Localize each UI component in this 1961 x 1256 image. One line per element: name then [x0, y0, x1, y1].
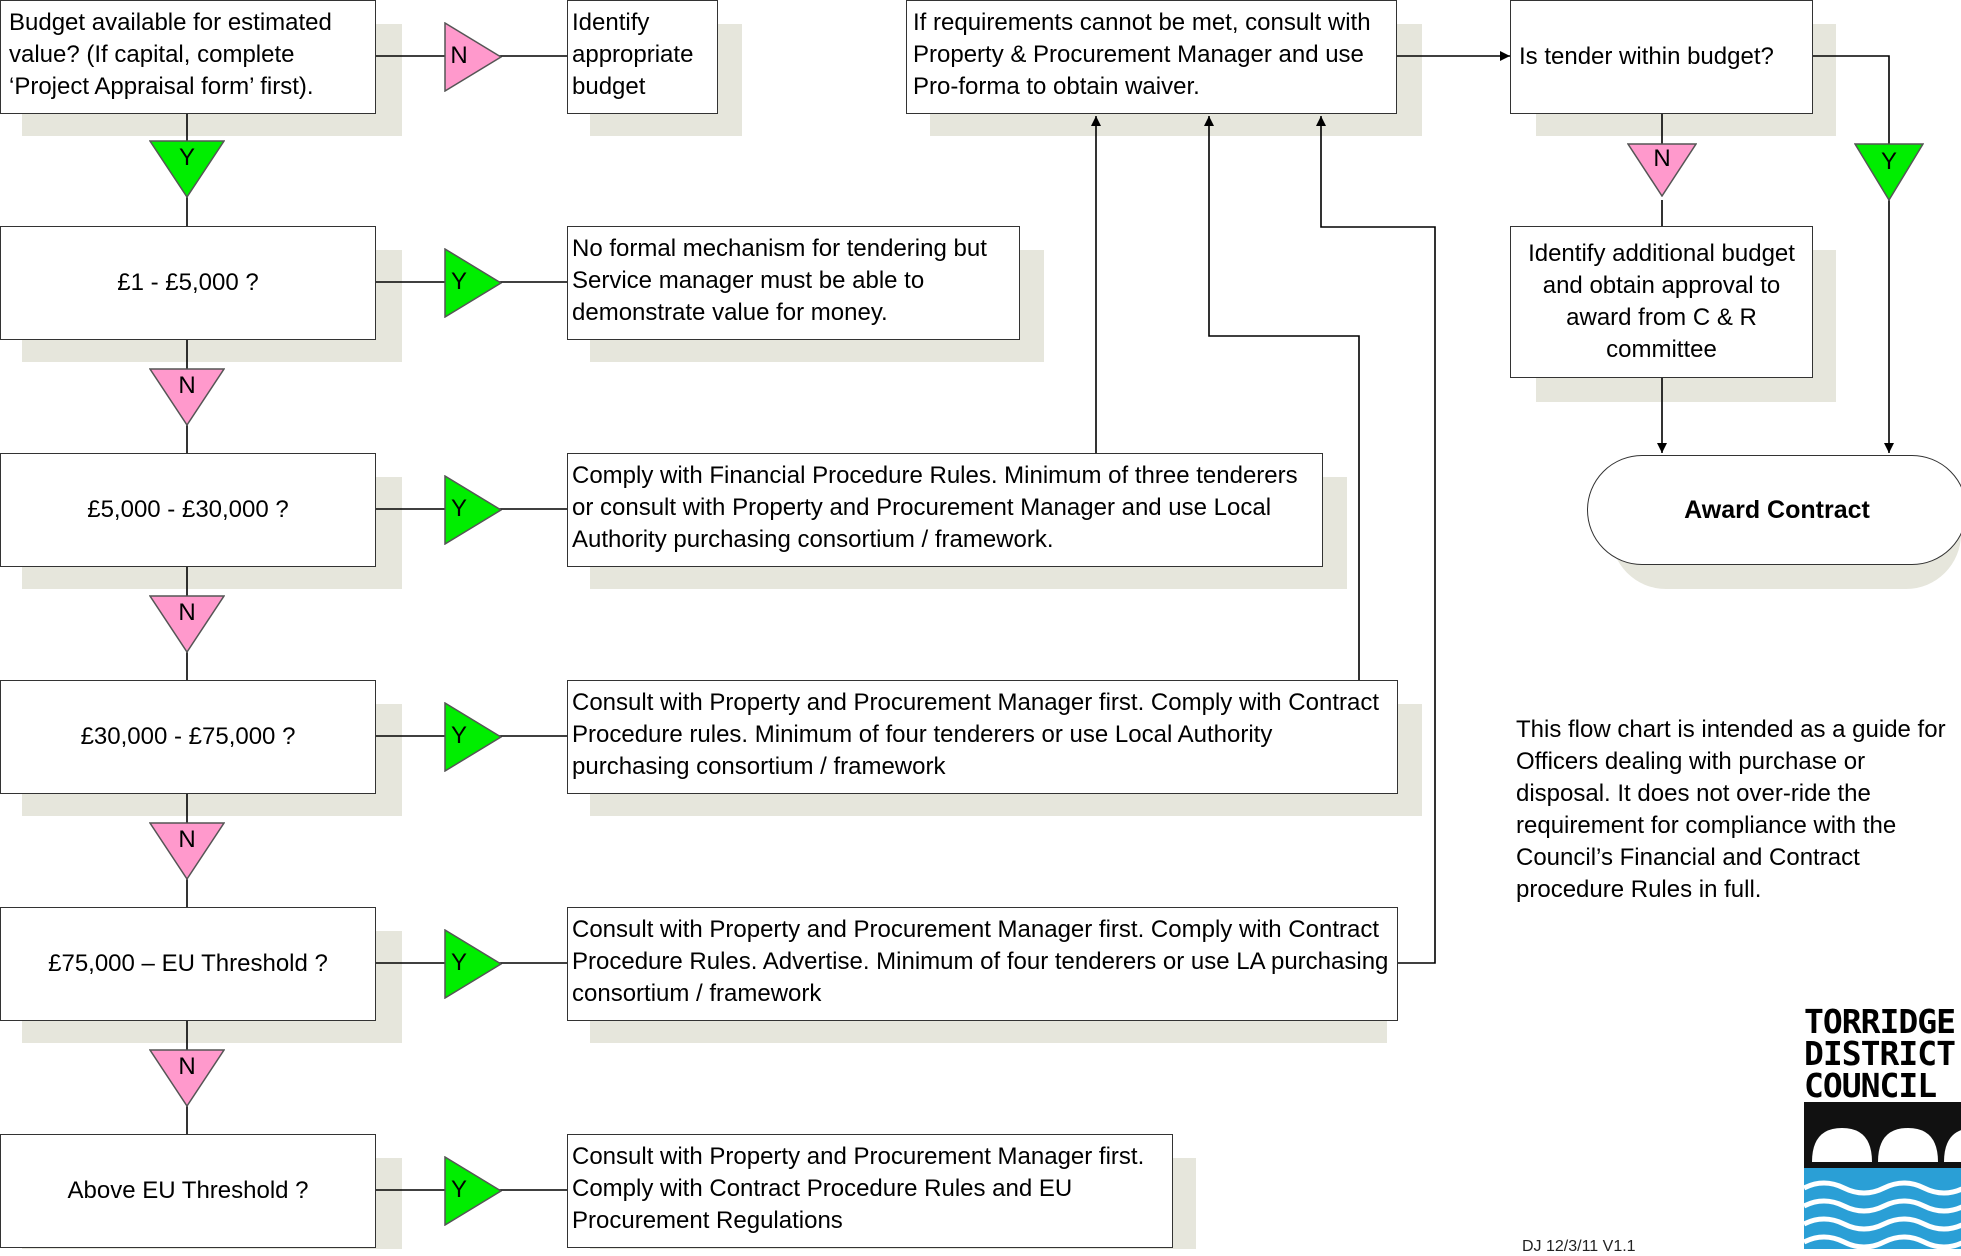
identify-budget-box: Identify appropriate budget — [567, 0, 718, 114]
yes-label: Y — [450, 268, 467, 295]
bridge-waves-emblem — [1804, 1102, 1961, 1249]
yes-triangle — [444, 1156, 502, 1226]
tier-5-question: Above EU Threshold ? — [0, 1134, 376, 1248]
tier-1-action: No formal mechanism for tendering but Se… — [567, 226, 1020, 340]
yes-triangle — [444, 929, 502, 999]
tier-2-action: Comply with Financial Procedure Rules. M… — [567, 453, 1323, 567]
yes-label: Y — [450, 722, 467, 749]
yes-triangle — [444, 475, 502, 545]
no-triangle — [149, 1049, 225, 1107]
no-triangle — [149, 822, 225, 880]
tier-4-action: Consult with Property and Procurement Ma… — [567, 907, 1398, 1021]
logo-line: DISTRICT — [1804, 1034, 1956, 1073]
tier-1-question: £1 - £5,000 ? — [0, 226, 376, 340]
yes-triangle — [149, 140, 225, 198]
additional-budget-box: Identify additional budget and obtain ap… — [1510, 226, 1813, 378]
tier-3-question: £30,000 - £75,000 ? — [0, 680, 376, 794]
yes-label: Y — [450, 1176, 467, 1203]
council-logo: TORRIDGE DISTRICT COUNCIL — [1804, 1000, 1961, 1249]
yes-triangle — [444, 702, 502, 772]
yes-triangle — [1854, 143, 1924, 201]
yes-label: Y — [178, 144, 195, 171]
yes-triangle — [444, 248, 502, 318]
tier-3-action: Consult with Property and Procurement Ma… — [567, 680, 1398, 794]
award-contract-terminal: Award Contract — [1587, 455, 1961, 565]
logo-line: TORRIDGE — [1804, 1002, 1956, 1041]
yes-label: Y — [1880, 148, 1897, 175]
version-footer: DJ 12/3/11 V1.1 — [1522, 1238, 1636, 1255]
no-triangle — [444, 22, 502, 92]
tier-4-question: £75,000 – EU Threshold ? — [0, 907, 376, 1021]
no-label: N — [178, 372, 196, 399]
tender-budget-question: Is tender within budget? — [1510, 0, 1813, 114]
no-label: N — [1653, 145, 1671, 172]
no-label: N — [178, 826, 196, 853]
yes-label: Y — [450, 495, 467, 522]
no-triangle — [149, 595, 225, 653]
no-triangle — [149, 368, 225, 426]
logo-line: COUNCIL — [1804, 1066, 1937, 1105]
no-label: N — [178, 599, 196, 626]
no-label: N — [178, 1053, 196, 1080]
yes-label: Y — [450, 949, 467, 976]
tier-5-action: Consult with Property and Procurement Ma… — [567, 1134, 1173, 1248]
tier-2-question: £5,000 - £30,000 ? — [0, 453, 376, 567]
no-triangle — [1627, 143, 1697, 197]
waiver-box: If requirements cannot be met, consult w… — [906, 0, 1397, 114]
guidance-note: This flow chart is intended as a guide f… — [1516, 716, 1946, 903]
no-label: N — [450, 42, 468, 69]
budget-question-box: Budget available for estimated value? (I… — [0, 0, 376, 114]
